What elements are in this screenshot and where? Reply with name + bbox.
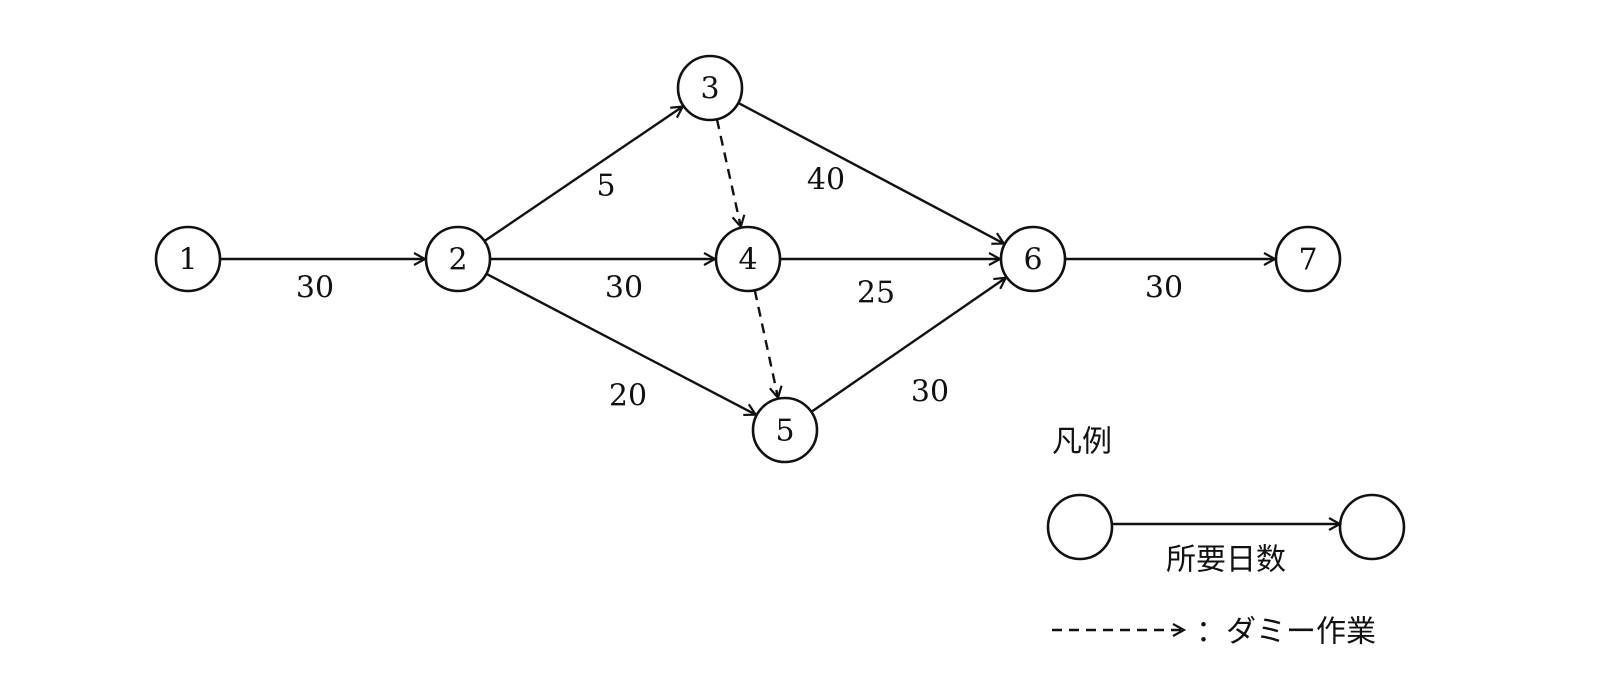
node-label-4: 4	[738, 243, 757, 278]
node-label-6: 6	[1023, 243, 1042, 278]
edge-2-3	[483, 107, 682, 243]
edge-label-2-4: 30	[605, 271, 643, 306]
edge-label-4-6: 25	[857, 276, 895, 311]
node-circle-7	[1274, 225, 1342, 293]
node-label-1: 1	[178, 243, 197, 278]
nodes-layer: 1 2 3 4 5 6 7	[154, 54, 1342, 464]
edge-label-1-2: 30	[296, 271, 334, 306]
node-1: 1	[154, 225, 222, 293]
node-4: 4	[714, 225, 782, 293]
legend-edge-caption: 所要日数	[1166, 543, 1286, 578]
node-label-5: 5	[775, 414, 794, 449]
node-label-7: 7	[1298, 243, 1317, 278]
legend-node-right	[1338, 493, 1406, 561]
node-6: 6	[999, 225, 1067, 293]
node-label-3: 3	[700, 72, 719, 107]
legend-dummy-caption: ：ダミー作業	[1196, 615, 1376, 650]
edge-5-6	[810, 278, 1005, 413]
legend: 凡例 所要日数 ：ダミー作業	[1046, 425, 1406, 650]
node-label-2: 2	[448, 243, 467, 278]
edge-label-2-3: 5	[596, 169, 615, 204]
edges-layer	[220, 101, 1275, 415]
node-2: 2	[424, 225, 492, 293]
node-circle-2	[424, 225, 492, 293]
legend-title: 凡例	[1052, 425, 1112, 460]
node-circle-6	[999, 225, 1067, 293]
edge-2-5	[485, 272, 755, 415]
edge-label-2-5: 20	[609, 379, 647, 414]
node-circle-5	[751, 396, 819, 464]
node-7: 7	[1274, 225, 1342, 293]
edge-3-6	[737, 101, 1004, 244]
dummy-edge-4-5	[753, 290, 778, 397]
edge-labels-layer: 30 5 30 20 40 25 30 30	[296, 163, 1183, 414]
legend-node-left	[1046, 493, 1114, 561]
edge-label-6-7: 30	[1145, 271, 1183, 306]
node-5: 5	[751, 396, 819, 464]
node-circle-1	[154, 225, 222, 293]
node-3: 3	[676, 54, 744, 122]
edge-label-5-6: 30	[911, 375, 949, 410]
edge-label-3-6: 40	[807, 163, 845, 198]
dummy-edge-3-4	[715, 118, 741, 227]
node-circle-4	[714, 225, 782, 293]
node-circle-3	[676, 54, 744, 122]
